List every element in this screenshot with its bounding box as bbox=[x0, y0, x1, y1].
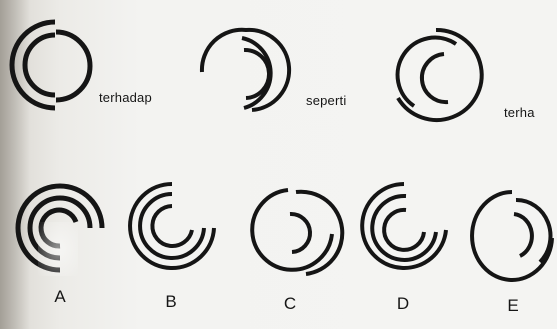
option-label-e[interactable]: E bbox=[498, 296, 528, 316]
question-figure-2 bbox=[192, 20, 292, 120]
question-figure-1 bbox=[10, 12, 100, 122]
connector-word-3: terha bbox=[504, 105, 535, 120]
option-figure-b[interactable] bbox=[128, 178, 220, 274]
connector-word-1: terhadap bbox=[99, 90, 152, 105]
option-figure-e[interactable] bbox=[468, 184, 556, 284]
option-label-a[interactable]: A bbox=[45, 287, 75, 307]
option-figure-a[interactable] bbox=[14, 172, 106, 276]
option-figure-c[interactable] bbox=[246, 182, 340, 280]
question-figure-3 bbox=[384, 22, 484, 126]
option-label-b[interactable]: B bbox=[156, 292, 186, 312]
option-figure-d[interactable] bbox=[358, 178, 450, 278]
option-label-d[interactable]: D bbox=[388, 294, 418, 314]
connector-word-2: seperti bbox=[306, 93, 346, 108]
option-label-c[interactable]: C bbox=[275, 294, 305, 314]
